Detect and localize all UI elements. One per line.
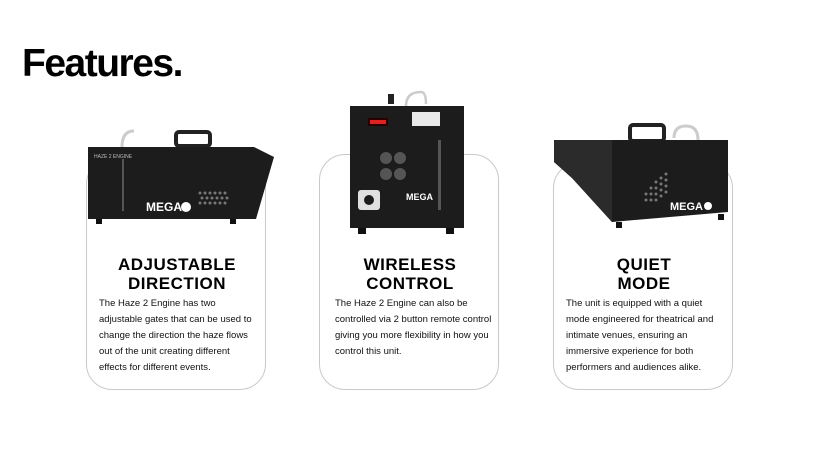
page-title: Features.: [22, 42, 183, 85]
card-title-line1: QUIET: [616, 255, 672, 274]
haze-machine-rear-image: MEGA: [346, 90, 468, 235]
mega-logo: MEGA: [146, 200, 182, 214]
card-description: The unit is equipped with a quiet mode e…: [566, 298, 714, 373]
card-title-line1: ADJUSTABLE: [117, 255, 237, 274]
card-title-line2: MODE: [617, 274, 671, 293]
card-title-line2: DIRECTION: [128, 274, 226, 293]
card-title: ADJUSTABLE DIRECTION: [87, 255, 267, 293]
card-description: The Haze 2 Engine has two adjustable gat…: [99, 298, 252, 373]
haze-machine-angled-image: MEGA: [552, 122, 740, 232]
haze-machine-side-image: HAZE 2 ENGINE MEGA: [84, 127, 276, 227]
card-title-line2: CONTROL: [366, 274, 454, 293]
mega-logo: MEGA: [670, 201, 703, 213]
product-brand-label: HAZE 2 ENGINE: [94, 154, 133, 160]
card-title: QUIET MODE: [554, 255, 734, 293]
mega-logo: MEGA: [406, 192, 434, 202]
card-description: The Haze 2 Engine can also be controlled…: [335, 298, 492, 357]
card-title-line1: WIRELESS: [363, 255, 457, 274]
card-title: WIRELESS CONTROL: [320, 255, 500, 293]
